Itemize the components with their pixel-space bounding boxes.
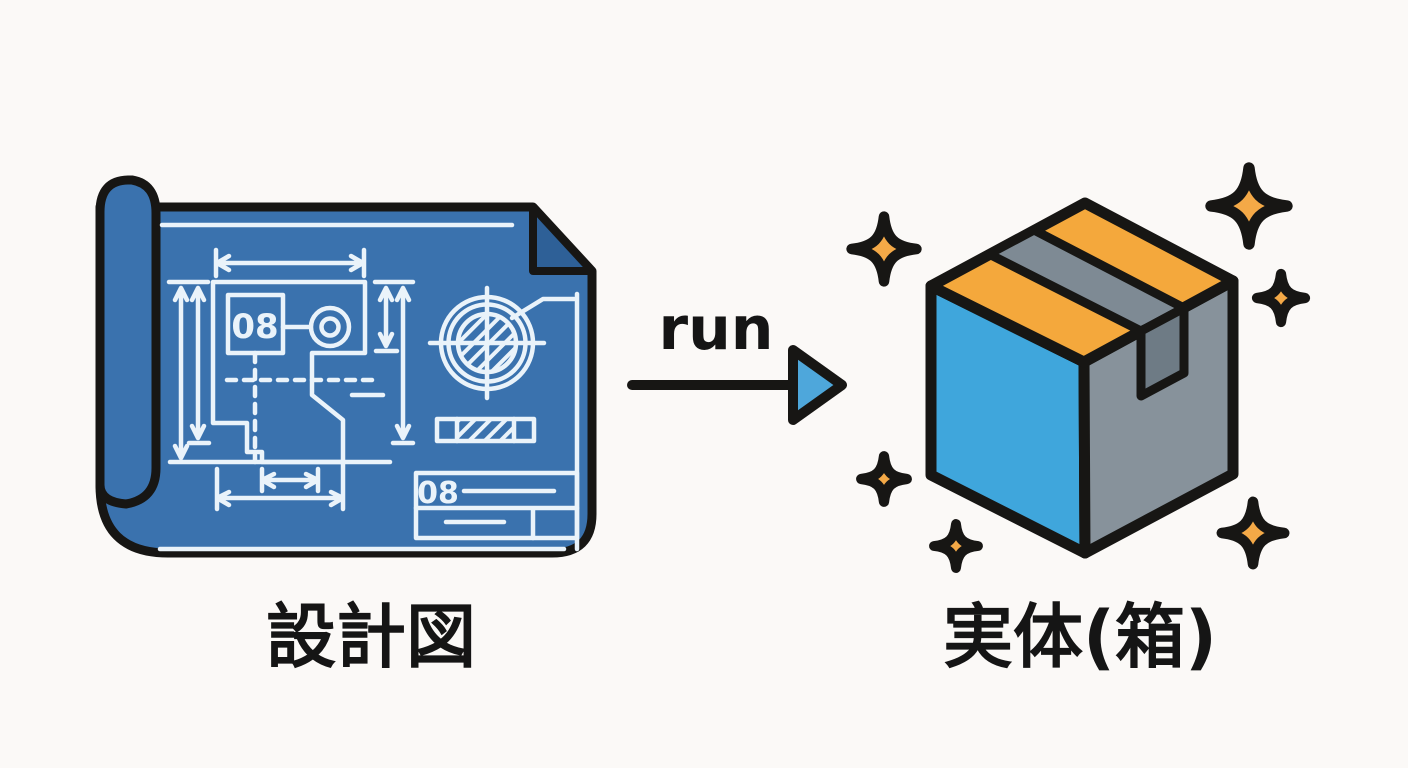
title-block bbox=[413, 470, 580, 541]
sparkle-icon bbox=[1216, 496, 1290, 570]
hatched-bar bbox=[434, 416, 537, 444]
blueprint-fold-corner bbox=[529, 203, 596, 275]
title-block-divider bbox=[413, 505, 580, 541]
sparkle-icon bbox=[929, 519, 983, 573]
run-arrow-label: run bbox=[658, 294, 773, 364]
blueprint-caption: 設計図 bbox=[266, 596, 476, 678]
dimension-top bbox=[213, 247, 367, 279]
dimension-bottom-small bbox=[259, 466, 321, 494]
blueprint-texts: 08 08 bbox=[231, 307, 459, 511]
box-illustration bbox=[925, 197, 1239, 559]
blueprint-drawing bbox=[157, 222, 580, 552]
dimension-bottom-large bbox=[214, 459, 346, 512]
sparkle-icon bbox=[846, 211, 922, 287]
part-ring-outer bbox=[308, 305, 352, 349]
blueprint-roll-curl bbox=[95, 175, 161, 509]
box-tape-tab bbox=[1136, 303, 1189, 401]
title-block-number-label: 08 bbox=[417, 476, 459, 511]
box-caption: 実体(箱) bbox=[943, 596, 1217, 678]
dimension-left bbox=[166, 279, 212, 461]
hatched-bar-dividers bbox=[454, 416, 517, 444]
captions: 設計図 実体(箱) bbox=[266, 596, 1217, 678]
part-number-label: 08 bbox=[231, 307, 278, 347]
sparkle-icon bbox=[856, 451, 912, 507]
section-leader-line bbox=[509, 296, 577, 321]
part-outline bbox=[210, 279, 368, 465]
sparkle-icon bbox=[1205, 162, 1293, 250]
run-arrow-head bbox=[788, 345, 847, 425]
hatched-bar-fill bbox=[457, 419, 514, 441]
sparkle-icon bbox=[1251, 268, 1311, 328]
dimension-right bbox=[372, 279, 416, 446]
section-crosshair bbox=[427, 285, 547, 401]
sparkles bbox=[846, 162, 1311, 573]
part-ring-inner bbox=[319, 316, 341, 338]
run-arrow bbox=[627, 345, 847, 425]
